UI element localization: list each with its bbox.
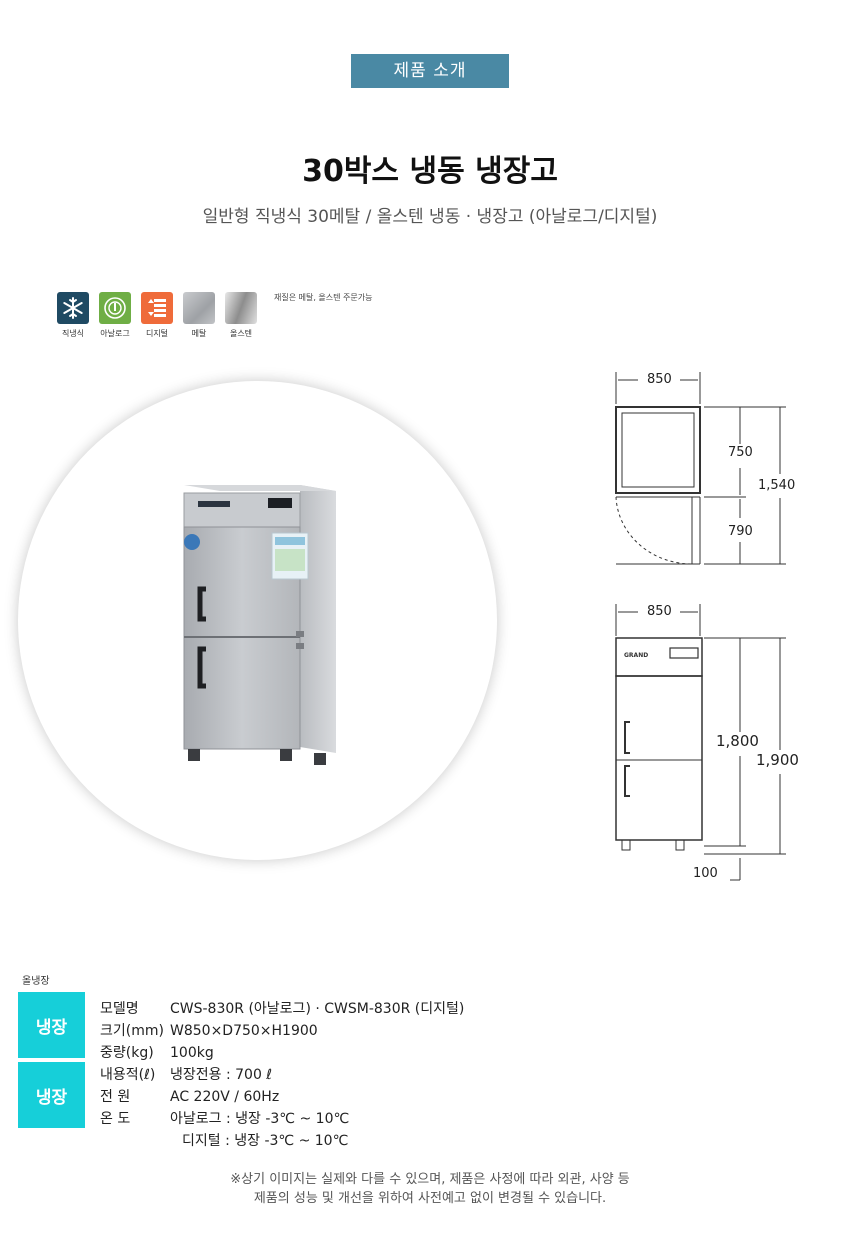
spec-row: 온 도 아날로그 : 냉장 -3℃ ~ 10℃ [100, 1108, 464, 1130]
cooling-tag: 냉장 [18, 992, 85, 1058]
feature-label: 올스텐 [229, 329, 253, 338]
top-view-drawing [615, 372, 786, 565]
section-label: 올냉장 [22, 976, 50, 987]
feature-metal: 메탈 [182, 292, 216, 339]
top-width-label: 850 [647, 372, 672, 387]
feature-label: 디지털 [145, 329, 169, 338]
disclaimer-line: ※상기 이미지는 실제와 다를 수 있으며, 제품은 사정에 따라 외관, 사양… [230, 1172, 630, 1187]
spec-key: 중량(kg) [100, 1045, 154, 1061]
spec-value: 디지털 : 냉장 -3℃ ~ 10℃ [182, 1133, 349, 1149]
front-leg-label: 100 [693, 866, 718, 881]
spec-value: W850×D750×H1900 [170, 1023, 318, 1039]
top-door-label: 790 [728, 524, 753, 539]
analog-dial-icon [99, 292, 131, 324]
feature-label: 아날로그 [100, 329, 130, 338]
snowflake-icon [57, 292, 89, 324]
product-photo-frame [18, 381, 497, 860]
disclaimer-note: ※상기 이미지는 실제와 다를 수 있으며, 제품은 사정에 따라 외관, 사양… [0, 1170, 860, 1208]
refrigerator-image [183, 485, 336, 765]
spec-value: 냉장전용 : 700 ℓ [170, 1067, 273, 1083]
spec-table: 모델명 CWS-830R (아날로그) · CWSM-830R (디지털) 크기(… [100, 998, 464, 1152]
spec-key [100, 1130, 170, 1152]
front-width-label: 850 [647, 604, 672, 619]
spec-row: 모델명 CWS-830R (아날로그) · CWSM-830R (디지털) [100, 998, 464, 1020]
spec-value: CWS-830R (아날로그) · CWSM-830R (디지털) [170, 1001, 465, 1017]
spec-value: 아날로그 : 냉장 -3℃ ~ 10℃ [170, 1111, 350, 1127]
front-brand-label: GRAND [624, 652, 649, 659]
front-body-height-label: 1,800 [716, 732, 759, 750]
feature-direct-cooling: 직냉식 [56, 292, 90, 339]
feature-label: 메탈 [191, 329, 207, 338]
metal-swatch-icon [183, 292, 215, 324]
feature-analog: 아날로그 [98, 292, 132, 339]
cooling-tag: 냉장 [18, 1062, 85, 1128]
material-note: 재질은 메탈, 올스텐 주문가능 [274, 293, 373, 302]
spec-key: 모델명 [100, 1001, 139, 1017]
disclaimer-line: 제품의 성능 및 개선을 위하여 사전예고 없이 변경될 수 있습니다. [253, 1191, 607, 1206]
section-badge: 제품 소개 [351, 54, 509, 88]
spec-row: 디지털 : 냉장 -3℃ ~ 10℃ [100, 1130, 464, 1152]
spec-key: 크기(mm) [100, 1023, 164, 1039]
top-depth-label: 750 [728, 445, 753, 460]
product-subtitle: 일반형 직냉식 30메탈 / 올스텐 냉동 · 냉장고 (아날로그/디지털) [202, 207, 658, 227]
spec-key: 온 도 [100, 1111, 131, 1127]
front-view-drawing [615, 604, 786, 881]
feature-label: 직냉식 [61, 329, 85, 338]
spec-row: 내용적(ℓ) 냉장전용 : 700 ℓ [100, 1064, 464, 1086]
feature-stainless: 올스텐 [224, 292, 258, 339]
spec-row: 중량(kg) 100kg [100, 1042, 464, 1064]
spec-value: AC 220V / 60Hz [170, 1089, 280, 1105]
feature-digital: 디지털 [140, 292, 174, 339]
spec-row: 전 원 AC 220V / 60Hz [100, 1086, 464, 1108]
top-total-label: 1,540 [758, 478, 796, 493]
stainless-swatch-icon [225, 292, 257, 324]
spec-key: 전 원 [100, 1089, 131, 1105]
product-title: 30박스 냉동 냉장고 [302, 154, 558, 189]
feature-icons: 직냉식 아날로그 디지털 메탈 올스텐 [56, 292, 258, 339]
spec-row: 크기(mm) W850×D750×H1900 [100, 1020, 464, 1042]
spec-value: 100kg [170, 1045, 214, 1061]
front-total-height-label: 1,900 [756, 751, 799, 769]
spec-key: 내용적(ℓ) [100, 1067, 156, 1083]
digital-panel-icon [141, 292, 173, 324]
